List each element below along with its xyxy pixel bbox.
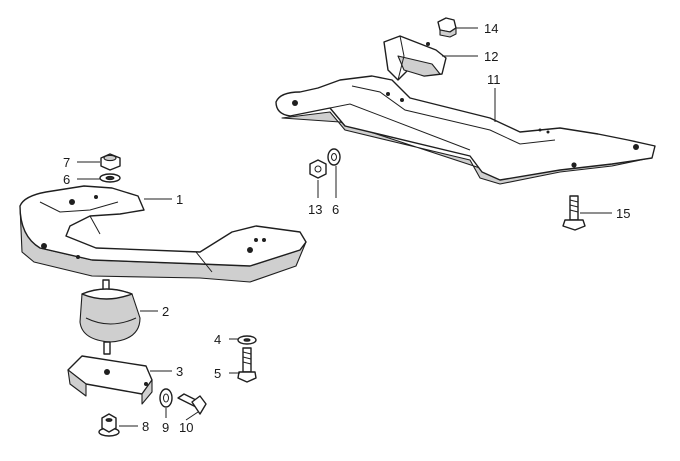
callout-4: 4	[214, 332, 221, 347]
mount-hole	[426, 42, 430, 46]
mount-hole	[292, 100, 298, 106]
mount-hole	[400, 98, 404, 102]
mount-hole	[254, 238, 258, 242]
mount-bracket-1	[19, 185, 307, 283]
callout-9: 9	[162, 420, 169, 435]
mount-hole	[76, 255, 80, 259]
mount-hole	[386, 92, 390, 96]
nut-7	[100, 153, 121, 171]
callout-7: 7	[63, 155, 70, 170]
callout-8: 8	[142, 419, 149, 434]
callout-6-left: 6	[63, 172, 70, 187]
bolt-15	[562, 195, 586, 231]
bolt-5	[237, 347, 257, 383]
mount-hole	[94, 195, 98, 199]
mount-hole	[247, 247, 253, 253]
callout-2: 2	[162, 304, 169, 319]
washer-4	[237, 335, 257, 345]
mount-hole	[633, 144, 639, 150]
callout-12: 12	[484, 49, 498, 64]
lower-bracket-3	[67, 355, 153, 405]
rubber-mount-2	[79, 279, 141, 355]
leader-line	[185, 411, 199, 421]
nut-13	[309, 159, 327, 179]
bracket-12	[383, 35, 447, 81]
bolt-10	[177, 393, 207, 415]
nut-14	[437, 17, 457, 38]
mount-hole	[546, 130, 550, 134]
nut-8	[98, 413, 120, 437]
washer-6-right	[327, 148, 341, 166]
mount-hole	[538, 128, 542, 132]
callout-3: 3	[176, 364, 183, 379]
mount-hole	[69, 199, 75, 205]
callout-1: 1	[176, 192, 183, 207]
mount-hole	[262, 238, 266, 242]
callout-5: 5	[214, 366, 221, 381]
crossmember-11	[275, 75, 656, 185]
mount-hole	[144, 382, 148, 386]
mount-hole	[571, 162, 577, 168]
callout-6-right: 6	[332, 202, 339, 217]
washer-6-left	[99, 173, 121, 183]
callout-10: 10	[179, 420, 193, 435]
callout-14: 14	[484, 21, 498, 36]
callout-13: 13	[308, 202, 322, 217]
callout-11: 11	[487, 72, 501, 87]
mount-hole	[104, 369, 110, 375]
mount-hole	[41, 243, 47, 249]
callout-15: 15	[616, 206, 630, 221]
washer-9	[159, 388, 173, 408]
